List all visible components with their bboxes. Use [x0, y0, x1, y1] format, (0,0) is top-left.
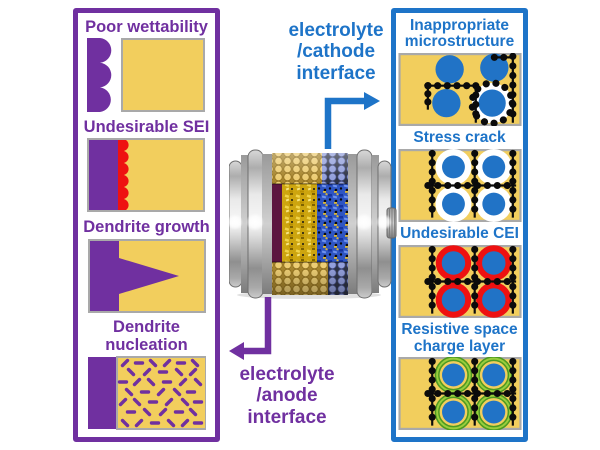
- item-title: Undesirable SEI: [83, 118, 210, 137]
- cathode-interface-arrow: [324, 97, 364, 149]
- cracked-particles: [434, 148, 512, 222]
- anode-issues-panel: Poor wettability Undesirable SEI Dendrit…: [73, 8, 220, 442]
- anode-layer: [87, 357, 117, 429]
- panel-item-inappropriate-microstructure: Inappropriate microstructure: [397, 17, 523, 126]
- frame: [87, 238, 206, 313]
- non-wetting-droplets-shape: [87, 38, 112, 113]
- cathode-arrowhead-icon: [364, 92, 380, 110]
- panel-item-resistive-space-charge-layer: Resistive space charge layer: [397, 322, 523, 430]
- item-title: Poor wettability: [85, 18, 208, 36]
- item-title: Inappropriate microstructure: [404, 17, 515, 51]
- battery-interior: [272, 153, 348, 295]
- item-title: Stress crack: [413, 129, 506, 147]
- anode-interface-arrow: [244, 297, 272, 355]
- anode-layer: [88, 239, 119, 312]
- stress-crack-graphic: [397, 148, 522, 222]
- undesirable-cei-graphic: [397, 244, 522, 318]
- panel-item-undesirable-sei: Undesirable SEI: [83, 118, 210, 213]
- cathode-particle: [434, 54, 464, 84]
- dendrite-spike-shape: [118, 257, 179, 294]
- grain-boundary-chains: [423, 52, 516, 126]
- grain-boundary-chains: [423, 149, 520, 221]
- cathode-particle: [478, 89, 506, 117]
- item-title: Dendrite nucleation: [105, 318, 188, 354]
- metal-shine-highlights: [229, 213, 392, 231]
- poor-wettability-graphic: [87, 38, 206, 113]
- undesirable-sei-graphic: [87, 138, 206, 213]
- item-title: Undesirable CEI: [400, 225, 519, 243]
- dendrite-growth-graphic: [87, 238, 206, 313]
- panel-item-dendrite-nucleation: Dendrite nucleation: [81, 319, 213, 430]
- item-title: Resistive space charge layer: [401, 321, 518, 355]
- cathode-particle: [431, 88, 461, 117]
- grain-boundary-chains: [423, 357, 520, 430]
- cathode-issues-panel: Inappropriate microstructure: [391, 8, 528, 442]
- electrolyte-block: [121, 38, 206, 113]
- panel-item-dendrite-growth: Dendrite growth: [83, 218, 210, 313]
- frame: [87, 138, 206, 213]
- dendrite-nucleation-graphic: [87, 356, 206, 430]
- panel-item-undesirable-cei: Undesirable CEI: [397, 225, 522, 318]
- anode-layer: [88, 139, 119, 212]
- inappropriate-microstructure-graphic: [397, 52, 522, 126]
- panel-item-stress-crack: Stress crack: [397, 129, 522, 222]
- cei-coated-particles: [435, 244, 511, 318]
- solid-state-battery-illustration: [229, 149, 397, 299]
- item-title: Dendrite growth: [83, 218, 210, 237]
- anode-arrowhead-icon: [229, 342, 244, 360]
- cathode-interface-label: electrolyte /cathode interface: [288, 20, 384, 84]
- sei-layer-shape: [118, 139, 130, 212]
- resistive-space-charge-layer-graphic: [397, 356, 522, 430]
- anode-interface-label: electrolyte /anode interface: [239, 364, 335, 428]
- nuclei-scatter: [117, 358, 203, 428]
- cathode-particle: [479, 53, 508, 82]
- space-charge-particles: [434, 356, 513, 430]
- panel-item-poor-wettability: Poor wettability: [85, 18, 208, 113]
- grain-boundary-chains: [423, 245, 520, 317]
